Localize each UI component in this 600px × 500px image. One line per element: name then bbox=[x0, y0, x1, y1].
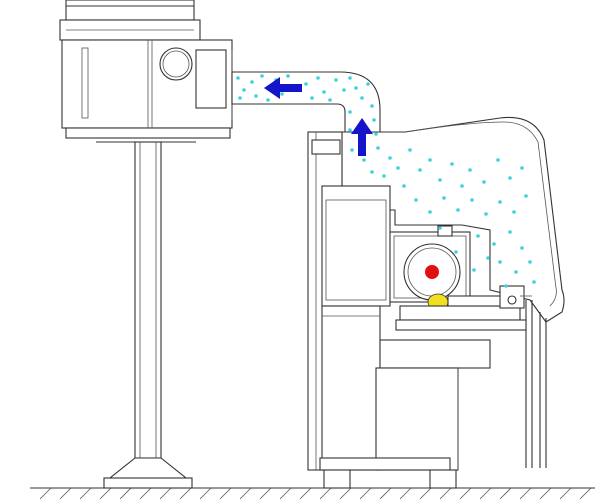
arrow-up-icon bbox=[351, 118, 373, 156]
grinding-head bbox=[389, 225, 471, 303]
work-table bbox=[395, 285, 532, 331]
machine-enclosure bbox=[307, 116, 565, 489]
dust-particles bbox=[236, 74, 536, 288]
arrow-left-icon bbox=[264, 77, 302, 99]
grinding-wheel-center bbox=[425, 265, 439, 279]
floor bbox=[30, 487, 595, 500]
pedestal-stand bbox=[96, 137, 196, 489]
dust-collector-unit bbox=[59, 0, 233, 139]
